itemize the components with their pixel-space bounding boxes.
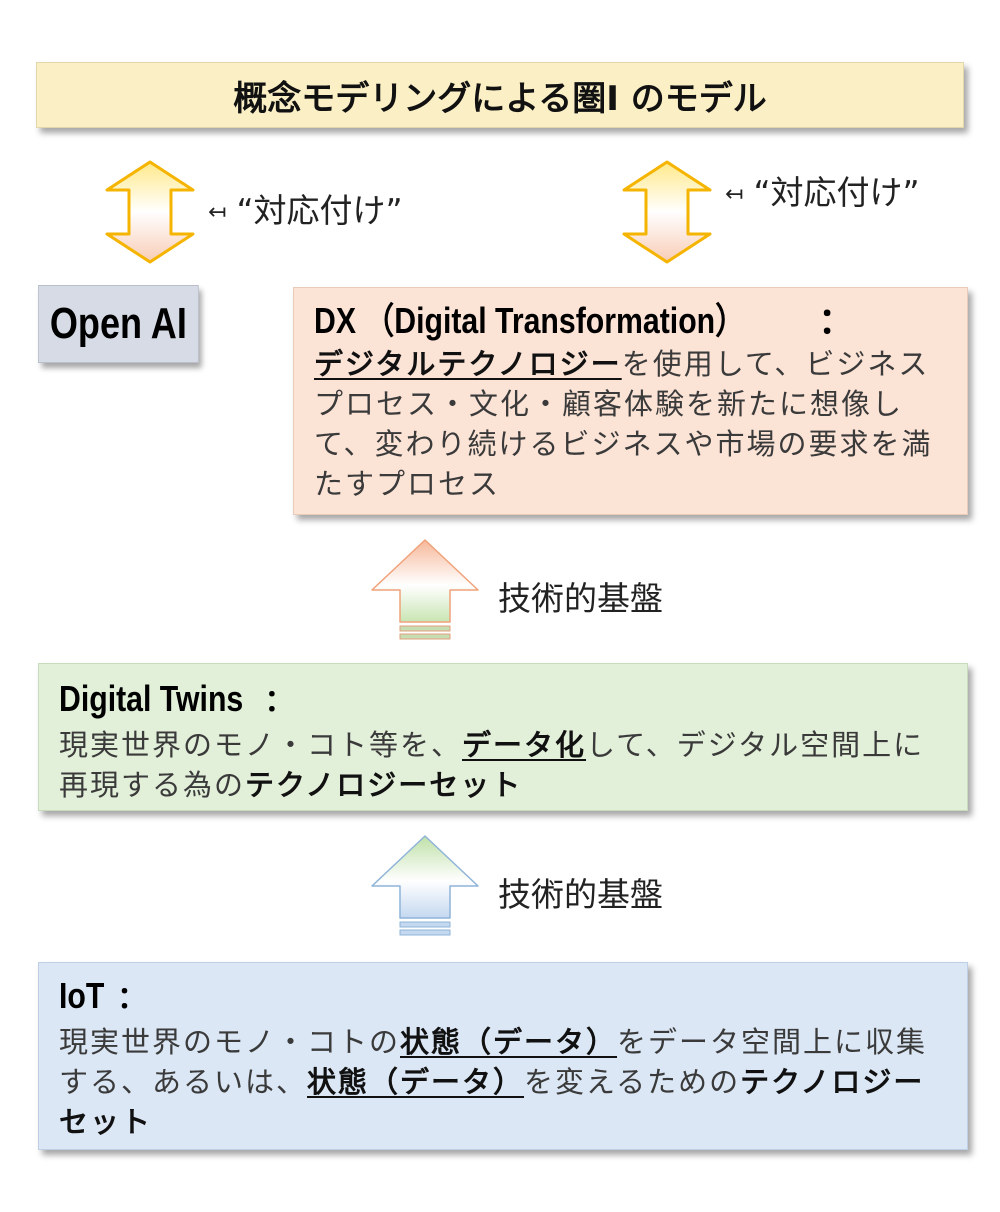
digital-twins-term: データ化 xyxy=(462,728,587,762)
up-arrow-foundation-1 xyxy=(371,539,479,640)
up-arrow-foundation-2 xyxy=(371,835,479,936)
dx-heading-main: DX xyxy=(314,300,357,341)
iot-description: 現実世界のモノ・コトの状態（データ）をデータ空間上に収集する、あるいは、状態（デ… xyxy=(59,1025,928,1139)
diagram-title: 概念モデリングによる圏I のモデル xyxy=(233,78,767,119)
iot-heading: IoT： xyxy=(59,975,147,1016)
digital-twins-description: 現実世界のモノ・コト等を、データ化して、デジタル空間上に再現する為のテクノロジー… xyxy=(59,728,925,802)
dx-term: デジタルテクノロジー xyxy=(314,347,622,381)
openai-label: Open AI xyxy=(49,299,187,348)
openai-box: Open AI xyxy=(38,285,199,363)
dx-heading-paren: （Digital Transformation） xyxy=(364,300,746,341)
dx-rest: を使用して、ビジネスプロセス・文化・顧客体験を新たに想像して、変わり続けるビジネ… xyxy=(314,347,933,501)
digital-twins-heading: Digital Twins： xyxy=(59,678,295,719)
title-box: 概念モデリングによる圏I のモデル xyxy=(36,62,964,128)
correspondence-label-right: ↤“対応付け” xyxy=(725,173,920,212)
double-arrow-left xyxy=(105,160,195,264)
iot-term-1: 状態（データ） xyxy=(400,1025,618,1059)
dx-heading-colon: ： xyxy=(818,300,855,341)
foundation-label-2: 技術的基盤 xyxy=(498,875,663,914)
correspondence-label-left: ↤“対応付け” xyxy=(208,191,403,230)
foundation-label-1: 技術的基盤 xyxy=(498,579,663,618)
dx-description: デジタルテクノロジーを使用して、ビジネスプロセス・文化・顧客体験を新たに想像して… xyxy=(314,344,947,504)
iot-box: IoT： 現実世界のモノ・コトの状態（データ）をデータ空間上に収集する、あるいは… xyxy=(38,962,968,1150)
dx-heading: DX（Digital Transformation） ： xyxy=(314,298,947,344)
return-arrow-icon: ↤ xyxy=(725,182,744,207)
double-arrow-right xyxy=(622,160,712,264)
dx-box: DX（Digital Transformation） ： デジタルテクノロジーを使… xyxy=(293,287,968,515)
iot-term-3: テクノロジーセット xyxy=(59,1065,925,1139)
digital-twins-box: Digital Twins： 現実世界のモノ・コト等を、データ化して、デジタル空… xyxy=(38,663,968,811)
return-arrow-icon: ↤ xyxy=(208,200,227,225)
iot-term-2: 状態（データ） xyxy=(307,1065,525,1099)
digital-twins-term2: テクノロジーセット xyxy=(245,768,523,802)
